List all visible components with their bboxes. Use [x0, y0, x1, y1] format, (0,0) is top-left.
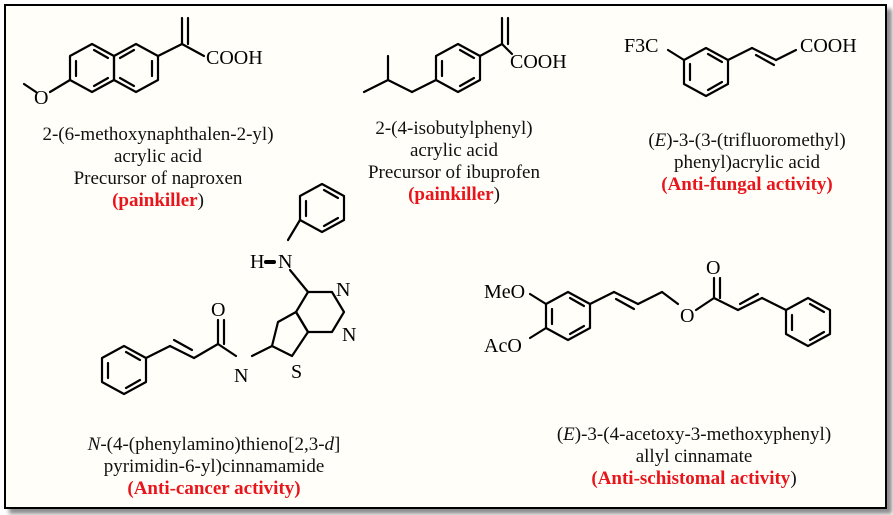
activity-open: ( [127, 478, 134, 499]
activity-line: (Anti-schistomal activity) [524, 468, 864, 490]
name-prefix: ( [648, 130, 655, 151]
activity-line: (painkiller) [324, 184, 584, 206]
trifluoromethyl-cinnamic-caption: (E)-3-(3-(trifluoromethyl) phenyl)acryli… [612, 130, 882, 196]
name-italic-2: d [324, 434, 335, 455]
compound-name-line: N-(4-(phenylamino)thieno[2,3-d] [64, 434, 364, 456]
thienopyrimidine-structure: N H N N S N O [100, 182, 356, 396]
phenyl-ring-top [298, 182, 346, 234]
naproxen-precursor-caption: 2-(6-methoxynaphthalen-2-yl) acrylic aci… [8, 124, 308, 212]
ibuprofen-precursor-structure: COOH [362, 16, 567, 94]
activity-label: Anti-cancer activity [133, 478, 295, 499]
ester-o-label: O [680, 305, 694, 327]
trifluoromethyl-cinnamic-structure: F3C COOH [624, 35, 857, 98]
amide-n-label: N [234, 365, 248, 387]
compound-name-line: 2-(4-isobutylphenyl) [375, 118, 533, 139]
compound-name-line: (E)-3-(3-(trifluoromethyl) [612, 130, 882, 152]
aco-label: AcO [484, 335, 522, 357]
name-italic: E [654, 130, 667, 151]
activity-close: ) [294, 478, 301, 499]
activity-open: ( [408, 184, 415, 205]
activity-label: Anti-schistomal activity [597, 468, 791, 489]
pyrimidine-n2-label: N [342, 324, 356, 346]
naproxen-precursor-structure: COOH O [22, 16, 263, 109]
activity-line: (painkiller) [8, 190, 308, 212]
activity-open: ( [591, 468, 598, 489]
compound-name-line: pyrimidin-6-yl)cinnamamide [103, 456, 325, 477]
compound-name-line: Precursor of ibuprofen [367, 162, 540, 183]
thiophene-s-label: S [291, 361, 302, 383]
pyrimidine-n1-label: N [336, 279, 350, 301]
name-italic: E [563, 424, 575, 445]
f3c-label: F3C [624, 35, 658, 57]
thienopyrimidine-caption: N-(4-(phenylamino)thieno[2,3-d] pyrimidi… [64, 434, 364, 500]
activity-label: Anti-fungal activity [667, 174, 827, 195]
nh-n-label: N [278, 251, 292, 273]
activity-close: ) [493, 184, 500, 205]
activity-close: ) [197, 190, 204, 211]
name-rest: -(4-(phenylamino)thieno[2,3- [100, 434, 325, 455]
compound-name-line: acrylic acid [409, 140, 499, 161]
activity-close: ) [790, 468, 797, 489]
activity-line: (Anti-fungal activity) [612, 174, 882, 196]
compound-name-line: 2-(6-methoxynaphthalen-2-yl) [42, 124, 274, 145]
figure-frame: COOH O COOH [4, 4, 887, 509]
activity-open: ( [112, 190, 119, 211]
compound-name-line: (E)-3-(4-acetoxy-3-methoxyphenyl) [524, 424, 864, 446]
activity-close: ) [826, 174, 833, 195]
methoxy-o-label: O [34, 87, 48, 109]
compound-name-line: Precursor of naproxen [73, 168, 243, 189]
name-rest: )-3-(3-(trifluoromethyl) [666, 130, 846, 151]
benzene-ring-right [784, 296, 832, 348]
compound-name-line: allyl cinnamate [635, 446, 753, 467]
activity-label: painkiller [118, 190, 198, 211]
phenyl-ring-cinnamoyl [100, 344, 148, 396]
allyl-cinnamate-caption: (E)-3-(4-acetoxy-3-methoxyphenyl) allyl … [524, 424, 864, 490]
carbonyl-o-label: O [706, 257, 720, 279]
nh-h-label: H [250, 251, 264, 273]
meo-label: MeO [484, 281, 525, 303]
name-end: ] [334, 434, 341, 455]
activity-label: painkiller [414, 184, 494, 205]
activity-open: ( [661, 174, 668, 195]
amide-o-label: O [211, 299, 225, 321]
activity-line: (Anti-cancer activity) [64, 478, 364, 500]
structures-canvas: COOH O COOH [22, 16, 857, 396]
compound-name-line: acrylic acid [113, 146, 203, 167]
name-prefix: ( [556, 424, 564, 445]
name-rest: )-3-(4-acetoxy-3-methoxyphenyl) [574, 424, 832, 445]
cooh-label: COOH [206, 47, 263, 69]
allyl-cinnamate-structure: MeO AcO O O [484, 257, 832, 357]
cooh-label: COOH [800, 35, 857, 57]
cooh-label: COOH [510, 51, 567, 73]
name-italic: N [87, 434, 101, 455]
ibuprofen-precursor-caption: 2-(4-isobutylphenyl) acrylic acid Precur… [324, 118, 584, 206]
thiophene-ring [270, 310, 310, 358]
compound-name-line: phenyl)acrylic acid [673, 152, 821, 173]
